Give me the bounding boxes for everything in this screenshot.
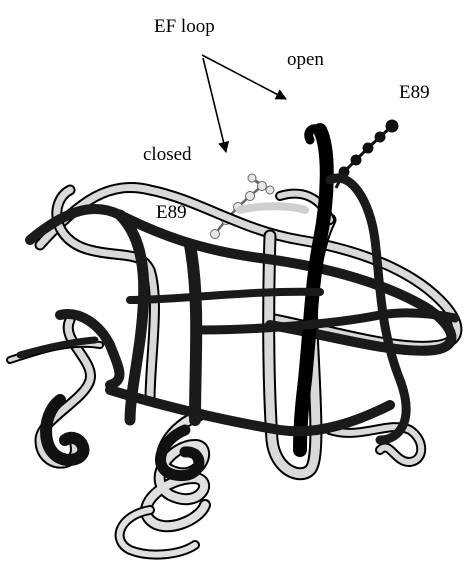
open-label: open: [287, 50, 324, 69]
arrow-to-closed: [203, 58, 226, 152]
arrow-to-open: [202, 55, 286, 99]
ef-loop-label: EF loop: [154, 17, 215, 36]
e89-open-label: E89: [399, 83, 430, 102]
e89-closed-label: E89: [156, 203, 187, 222]
closed-conformation-ribbon: [10, 187, 457, 554]
closed-label: closed: [143, 145, 192, 164]
